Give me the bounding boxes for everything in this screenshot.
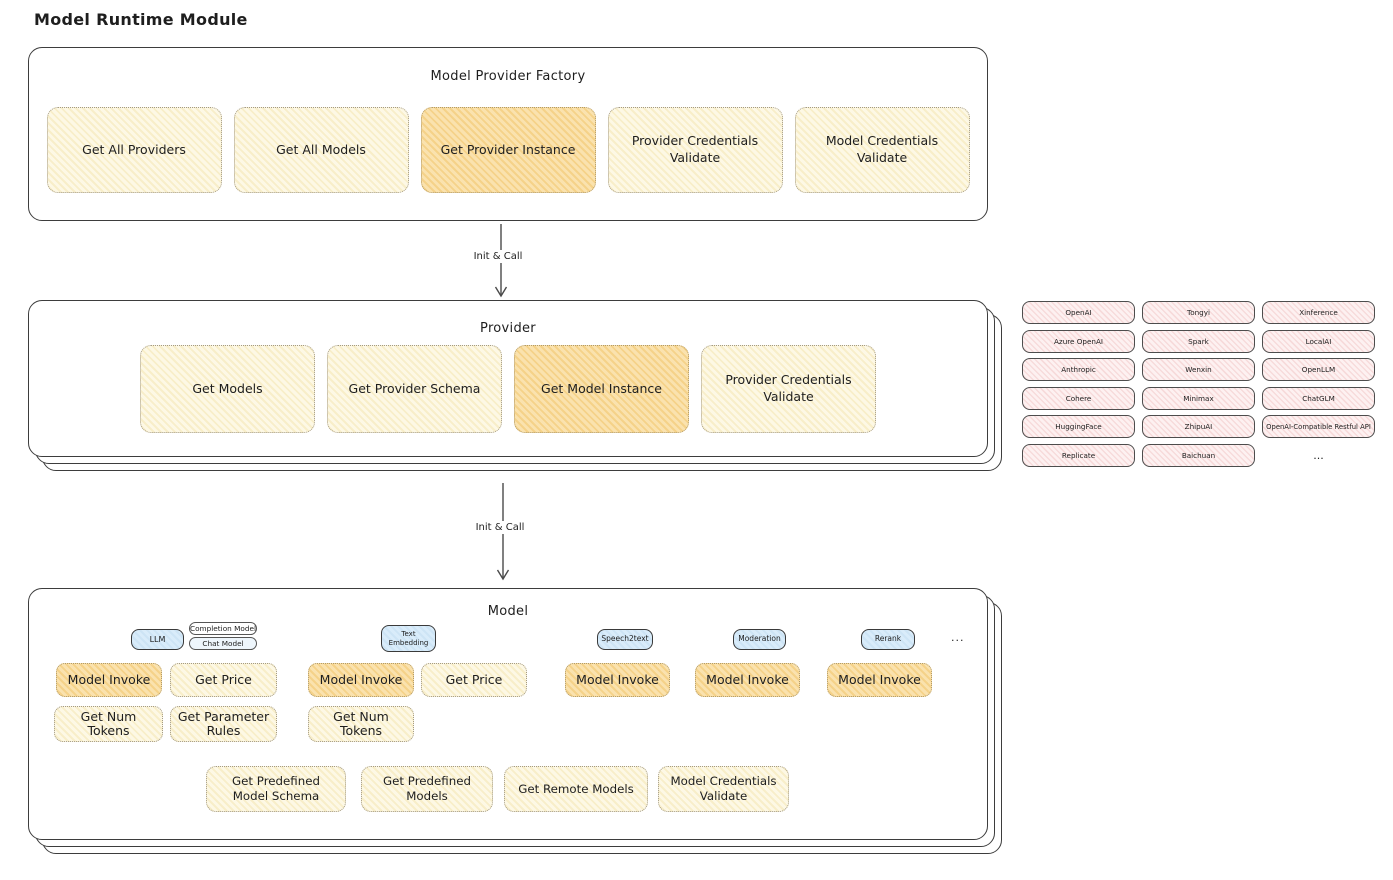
- factory-title: Model Provider Factory: [430, 69, 586, 84]
- provider-box-get-provider-schema: Get Provider Schema: [327, 345, 502, 433]
- op-moderation-model-invoke: Model Invoke: [695, 663, 800, 697]
- provider-item-wenxin: Wenxin: [1142, 358, 1255, 381]
- factory-box-get-provider-instance: Get Provider Instance: [420, 107, 596, 193]
- provider-item-localai: LocalAI: [1262, 329, 1375, 353]
- op-get-predefined-model-schema: Get Predefined Model Schema: [206, 766, 346, 812]
- model-title: Model: [487, 604, 529, 619]
- provider-item-spark: Spark: [1142, 329, 1255, 353]
- provider-item-replicate: Replicate: [1022, 443, 1135, 467]
- model-tags-ellipsis: ...: [951, 631, 965, 644]
- factory-box-provider-credentials-validate: Provider Credentials Validate: [607, 107, 783, 193]
- provider-item-openai: OpenAI: [1022, 301, 1135, 324]
- op-llm-get-num-tokens: Get Num Tokens: [54, 706, 163, 742]
- provider-item-minimax: Minimax: [1142, 386, 1255, 410]
- provider-item-cohere: Cohere: [1022, 386, 1135, 410]
- provider-item-baichuan: Baichuan: [1142, 443, 1255, 467]
- providers-grid: OpenAI Tongyi Xinference Azure OpenAI Sp…: [1022, 301, 1375, 467]
- provider-item-chatglm: ChatGLM: [1262, 386, 1375, 410]
- provider-item-anthropic: Anthropic: [1022, 358, 1135, 381]
- page-title: Model Runtime Module: [34, 10, 248, 29]
- provider-item-tongyi: Tongyi: [1142, 301, 1255, 324]
- init-call-label-1: Init & Call: [455, 250, 541, 263]
- factory-box-get-all-providers: Get All Providers: [46, 107, 222, 193]
- provider-item-zhipuai: ZhipuAI: [1142, 415, 1255, 438]
- factory-box-model-credentials-validate: Model Credentials Validate: [794, 107, 970, 193]
- provider-box-row: Get Models Get Provider Schema Get Model…: [29, 345, 987, 433]
- provider-item-openllm: OpenLLM: [1262, 358, 1375, 381]
- factory-box-get-all-models: Get All Models: [233, 107, 409, 193]
- factory-box-row: Get All Providers Get All Models Get Pro…: [29, 107, 987, 193]
- op-text-embedding-get-price: Get Price: [421, 663, 527, 697]
- provider-box-get-models: Get Models: [140, 345, 315, 433]
- provider-container: Provider Get Models Get Provider Schema …: [28, 300, 988, 457]
- model-container: Model LLM Completion Model Chat Model Te…: [28, 588, 988, 840]
- provider-section: Provider Get Models Get Provider Schema …: [28, 300, 1018, 485]
- op-text-embedding-model-invoke: Model Invoke: [308, 663, 414, 697]
- tag-moderation: Moderation: [733, 629, 786, 650]
- tag-rerank: Rerank: [861, 629, 915, 650]
- provider-item-openai-compatible-restful-api: OpenAI-Compatible Restful API: [1262, 415, 1375, 438]
- providers-grid-ellipsis: ...: [1313, 448, 1324, 462]
- op-speech2text-model-invoke: Model Invoke: [565, 663, 670, 697]
- op-get-predefined-models: Get Predefined Models: [361, 766, 493, 812]
- provider-item-huggingface: HuggingFace: [1022, 415, 1135, 438]
- tag-completion-model: Completion Model: [189, 622, 257, 635]
- provider-box-provider-credentials-validate: Provider Credentials Validate: [701, 345, 876, 433]
- tag-text-embedding: Text Embedding: [381, 625, 436, 652]
- factory-container: Model Provider Factory Get All Providers…: [28, 47, 988, 221]
- tag-speech2text: Speech2text: [597, 629, 653, 650]
- op-get-remote-models: Get Remote Models: [504, 766, 648, 812]
- init-call-label-2: Init & Call: [457, 521, 543, 534]
- op-model-credentials-validate: Model Credentials Validate: [658, 766, 789, 812]
- provider-title: Provider: [480, 321, 536, 336]
- op-llm-get-price: Get Price: [170, 663, 277, 697]
- provider-box-get-model-instance: Get Model Instance: [514, 345, 689, 433]
- op-text-embedding-get-num-tokens: Get Num Tokens: [308, 706, 414, 742]
- tag-llm: LLM: [131, 629, 184, 650]
- provider-item-xinference: Xinference: [1262, 301, 1375, 324]
- model-section: Model LLM Completion Model Chat Model Te…: [28, 588, 1018, 868]
- op-llm-model-invoke: Model Invoke: [56, 663, 162, 697]
- tag-chat-model: Chat Model: [189, 637, 257, 650]
- op-llm-get-parameter-rules: Get Parameter Rules: [170, 706, 277, 742]
- op-rerank-model-invoke: Model Invoke: [827, 663, 932, 697]
- provider-item-azure-openai: Azure OpenAI: [1022, 329, 1135, 353]
